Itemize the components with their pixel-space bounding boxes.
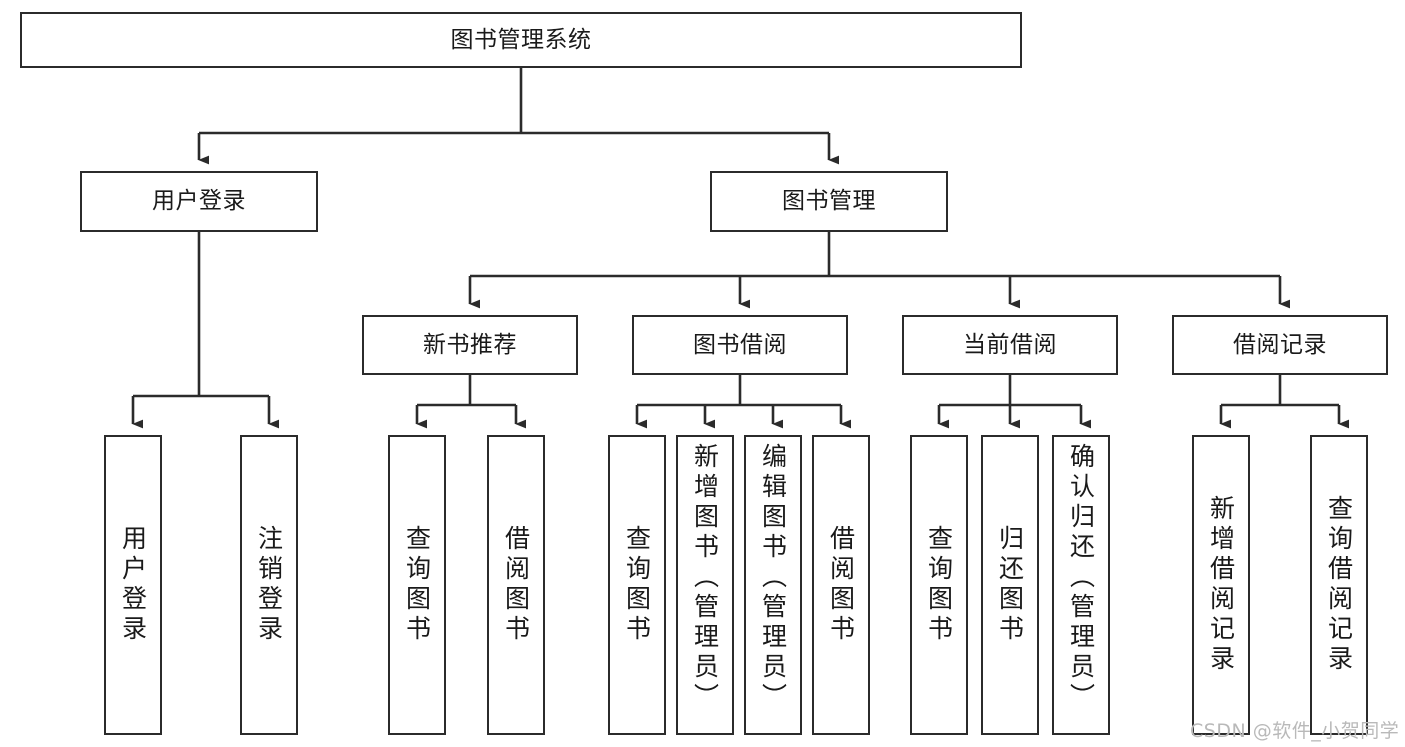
node-leaf-logout[interactable]: 注销登录 bbox=[240, 435, 298, 735]
node-leaf-return-book-label: 归还图书 bbox=[995, 525, 1025, 645]
node-leaf-query-book-2-label: 查询图书 bbox=[622, 525, 652, 645]
node-leaf-query-book-2[interactable]: 查询图书 bbox=[608, 435, 666, 735]
node-leaf-query-book-1-label: 查询图书 bbox=[402, 525, 432, 645]
node-root-label: 图书管理系统 bbox=[450, 26, 592, 53]
node-book-borrow-label: 图书借阅 bbox=[693, 331, 787, 358]
node-leaf-borrow-book-2[interactable]: 借阅图书 bbox=[812, 435, 870, 735]
node-leaf-query-record[interactable]: 查询借阅记录 bbox=[1310, 435, 1368, 735]
node-leaf-query-book-3-label: 查询图书 bbox=[924, 525, 954, 645]
node-user-login-label: 用户登录 bbox=[152, 188, 246, 215]
node-leaf-confirm-return[interactable]: 确认归还（管理员） bbox=[1052, 435, 1110, 735]
node-borrow-record[interactable]: 借阅记录 bbox=[1172, 315, 1388, 375]
node-book-manage-label: 图书管理 bbox=[782, 188, 876, 215]
node-leaf-logout-label: 注销登录 bbox=[254, 525, 284, 645]
node-leaf-add-record[interactable]: 新增借阅记录 bbox=[1192, 435, 1250, 735]
watermark: CSDN @软件_小贺同学 bbox=[1190, 716, 1399, 743]
node-leaf-user-login[interactable]: 用户登录 bbox=[104, 435, 162, 735]
node-borrow-record-label: 借阅记录 bbox=[1233, 331, 1327, 358]
node-book-manage[interactable]: 图书管理 bbox=[710, 171, 948, 232]
node-new-book-rec[interactable]: 新书推荐 bbox=[362, 315, 578, 375]
node-current-borrow-label: 当前借阅 bbox=[963, 331, 1057, 358]
node-leaf-borrow-book-1[interactable]: 借阅图书 bbox=[487, 435, 545, 735]
watermark-text: CSDN @软件_小贺同学 bbox=[1190, 720, 1400, 742]
node-leaf-borrow-book-1-label: 借阅图书 bbox=[501, 525, 531, 645]
node-book-borrow[interactable]: 图书借阅 bbox=[632, 315, 848, 375]
node-leaf-add-book[interactable]: 新增图书（管理员） bbox=[676, 435, 734, 735]
node-leaf-add-book-label: 新增图书（管理员） bbox=[690, 443, 720, 713]
node-leaf-query-record-label: 查询借阅记录 bbox=[1324, 495, 1354, 675]
node-current-borrow[interactable]: 当前借阅 bbox=[902, 315, 1118, 375]
node-leaf-query-book-3[interactable]: 查询图书 bbox=[910, 435, 968, 735]
node-user-login[interactable]: 用户登录 bbox=[80, 171, 318, 232]
node-leaf-edit-book[interactable]: 编辑图书（管理员） bbox=[744, 435, 802, 735]
node-leaf-add-record-label: 新增借阅记录 bbox=[1206, 495, 1236, 675]
node-leaf-user-login-label: 用户登录 bbox=[118, 525, 148, 645]
node-leaf-confirm-return-label: 确认归还（管理员） bbox=[1066, 443, 1096, 713]
node-new-book-rec-label: 新书推荐 bbox=[423, 331, 517, 358]
node-leaf-borrow-book-2-label: 借阅图书 bbox=[826, 525, 856, 645]
node-leaf-return-book[interactable]: 归还图书 bbox=[981, 435, 1039, 735]
node-leaf-query-book-1[interactable]: 查询图书 bbox=[388, 435, 446, 735]
node-root[interactable]: 图书管理系统 bbox=[20, 12, 1022, 68]
node-leaf-edit-book-label: 编辑图书（管理员） bbox=[758, 443, 788, 713]
